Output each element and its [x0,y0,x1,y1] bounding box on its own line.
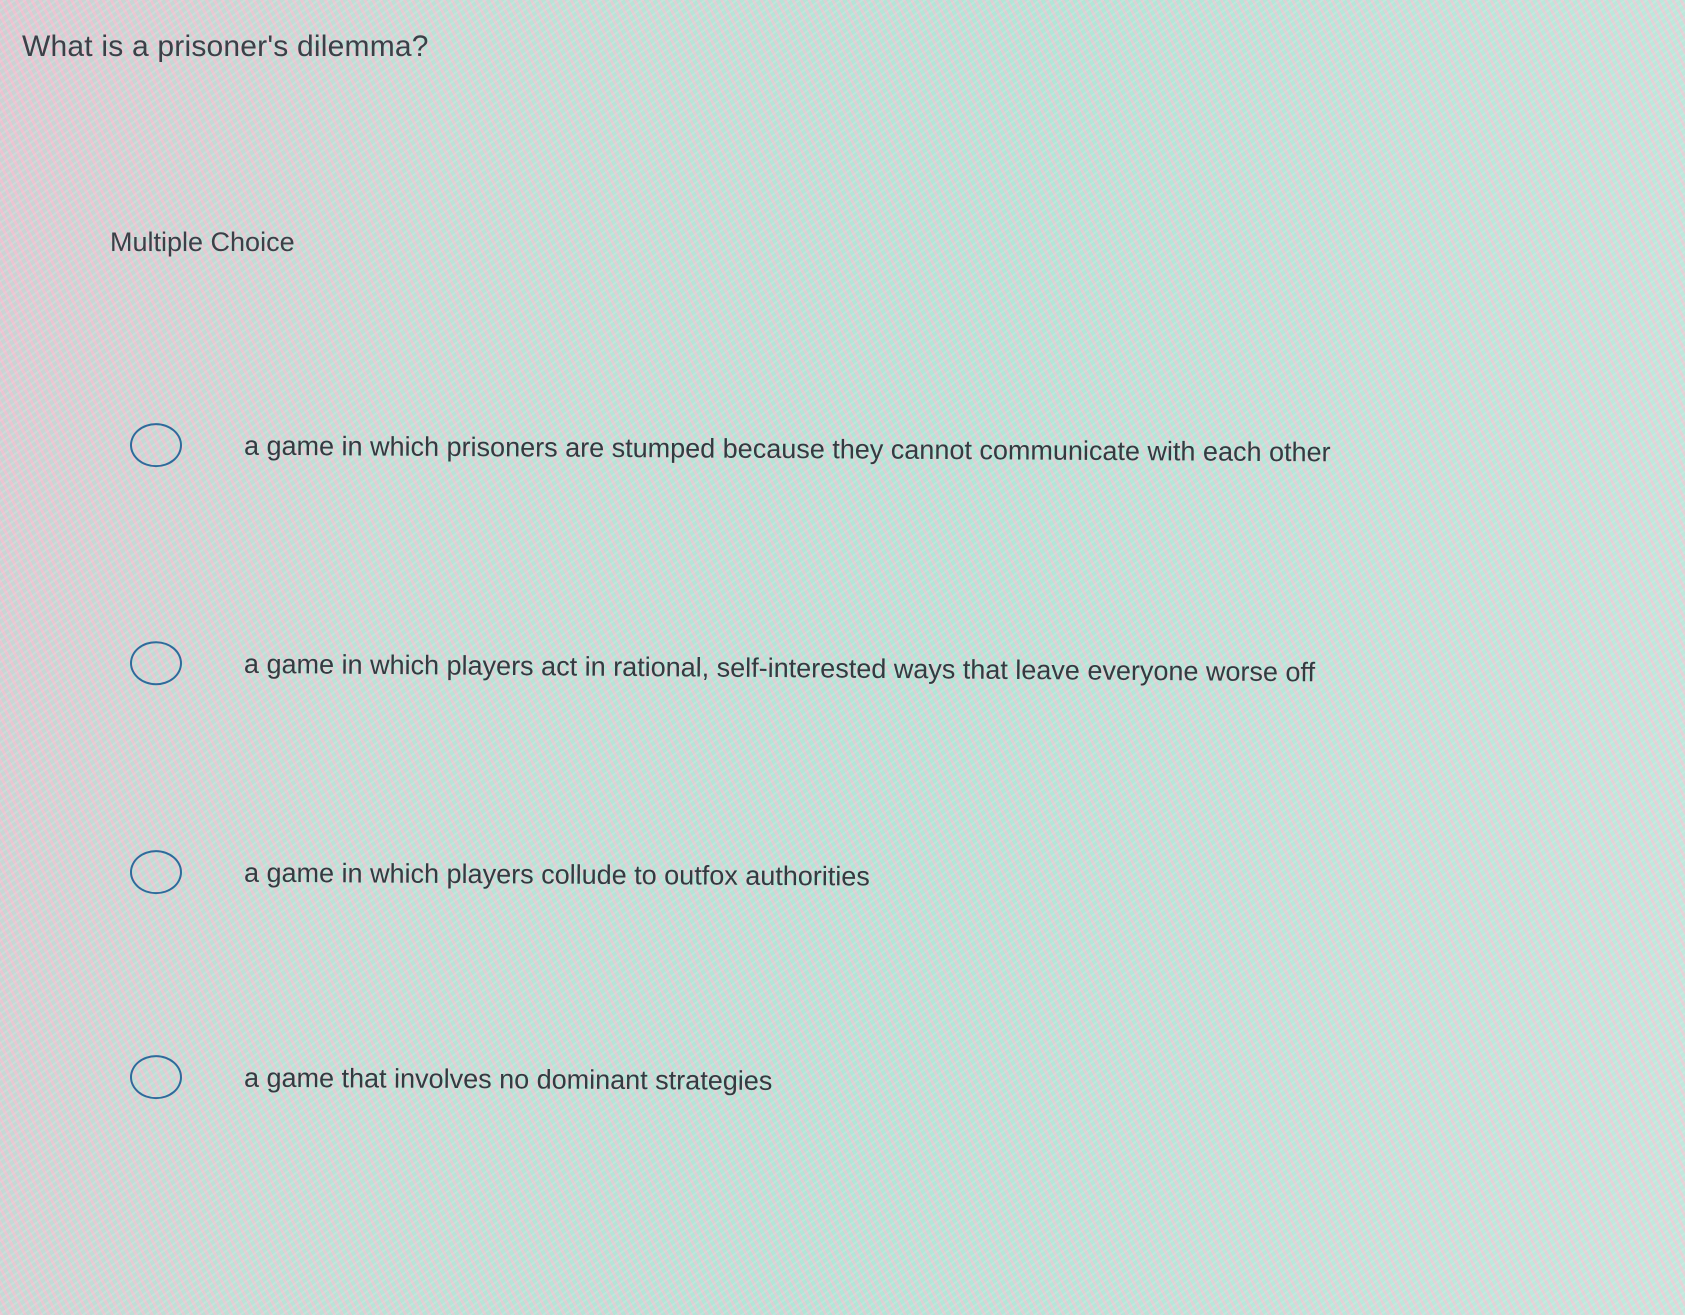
answer-option-label: a game in which prisoners are stumped be… [243,430,1331,467]
answer-option-label: a game in which players act in rational,… [243,648,1316,687]
answer-option-2[interactable]: a game in which players act in rational,… [129,641,1316,694]
radio-unchecked-icon[interactable] [129,850,183,895]
radio-unchecked-icon[interactable] [129,1055,183,1100]
answer-option-3[interactable]: a game in which players collude to outfo… [129,850,870,899]
answer-option-label: a game that involves no dominant strateg… [243,1062,773,1096]
radio-unchecked-icon[interactable] [129,423,183,468]
answer-option-1[interactable]: a game in which prisoners are stumped be… [129,423,1331,474]
answer-option-4[interactable]: a game that involves no dominant strateg… [129,1055,773,1103]
question-text: What is a prisoner's dilemma? [22,30,429,63]
question-type-label: Multiple Choice [110,227,295,257]
radio-unchecked-icon[interactable] [129,641,183,686]
answer-option-label: a game in which players collude to outfo… [243,857,870,892]
